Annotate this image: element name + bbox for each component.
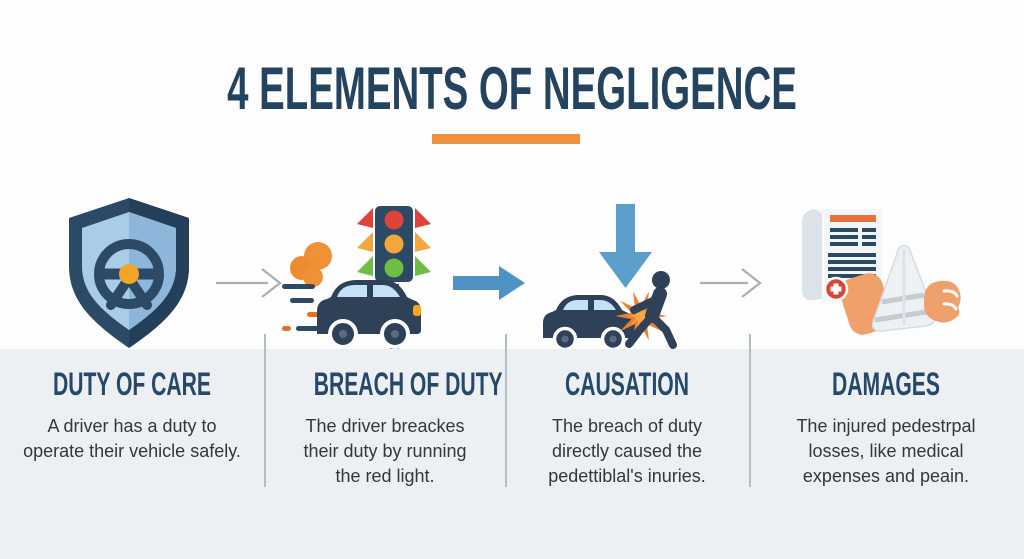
column-damages: DAMAGES The injured pedestrpal losses, l… [771, 366, 1001, 489]
column-heading: DUTY OF CARE [52, 366, 212, 402]
column-breach-of-duty: BREACH OF DUTY The driver breackes their… [277, 366, 503, 489]
flow-arrow-blue [453, 266, 525, 300]
title-underline [432, 134, 580, 144]
medical-bill-injured-arm-icon [796, 203, 964, 341]
speeding-car-red-light-svg [282, 204, 431, 350]
column-divider-3 [749, 334, 751, 487]
column-description: The driver breackes their duty by runnin… [303, 416, 467, 486]
column-causation: CAUSATION The breach of duty directly ca… [514, 366, 740, 489]
column-heading: BREACH OF DUTY [313, 366, 503, 402]
page-title: 4 ELEMENTS OF NEGLIGENCE [227, 55, 797, 122]
column-description: The injured pedestrpal losses, like medi… [796, 416, 976, 486]
medical-bill-injured-arm-svg [802, 209, 961, 335]
shield-steering-wheel-icon [63, 196, 195, 350]
solid-arrow-icon [453, 266, 525, 300]
column-description: The breach of duty directly caused the p… [548, 416, 706, 486]
outline-arrow-icon [700, 268, 762, 298]
shield-steering-wheel-svg [69, 198, 189, 348]
column-description: A driver has a duty to operate their veh… [23, 416, 241, 461]
bottom-panel [0, 349, 1024, 559]
column-heading: CAUSATION [565, 366, 689, 402]
speeding-car-red-light-icon [280, 204, 436, 350]
flow-arrow-gray-1 [216, 266, 286, 300]
car-hits-pedestrian-svg [543, 204, 677, 350]
column-heading: DAMAGES [832, 366, 940, 402]
flow-arrow-gray-2 [700, 266, 766, 300]
column-divider-2 [505, 334, 507, 487]
column-divider-1 [264, 334, 266, 487]
car-hits-pedestrian-icon [538, 204, 696, 350]
outline-arrow-icon [216, 268, 282, 298]
column-duty-of-care: DUTY OF CARE A driver has a duty to oper… [12, 366, 252, 464]
